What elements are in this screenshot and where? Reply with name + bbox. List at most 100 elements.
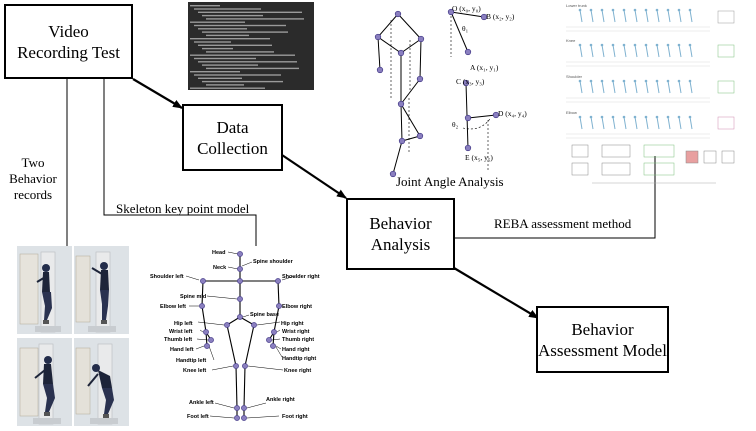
skeleton-joint-22 [241, 415, 247, 421]
arrow-behavior-to-assessment [453, 267, 539, 319]
joint-angle-points [374, 8, 500, 178]
reba-section-shoulder: Shoulder [566, 74, 583, 79]
behavior-box-line-1: Behavior [369, 214, 432, 233]
two-behavior-records-label: Two Behavior records [9, 155, 57, 202]
skeleton-joint-16 [270, 343, 276, 349]
angle-point-9 [389, 170, 397, 178]
video-frame-2 [74, 246, 129, 334]
assessment-box-line-2: Assessment Model [538, 340, 667, 360]
terminal-line-20 [190, 71, 240, 73]
reba-posture-head-3-1 [589, 115, 593, 119]
reba-posture-3-10 [689, 116, 693, 130]
reba-section-knee: Knee [566, 38, 576, 43]
terminal-line-23 [202, 80, 283, 83]
terminal-line-14 [206, 51, 274, 53]
reba-posture-0-2 [601, 9, 605, 23]
reba-posture-3-1 [590, 116, 594, 130]
terminal-line-2 [198, 11, 302, 13]
reba-posture-0-0 [579, 9, 583, 23]
terminal-line-4 [206, 18, 304, 20]
reba-posture-head-2-0 [578, 79, 582, 83]
sk-label-handtip-left: Handtip left [176, 358, 206, 364]
reba-posture-3-3 [612, 116, 616, 130]
video-frames [17, 246, 129, 426]
angle-label-e: E (x₅, y₅) [465, 153, 493, 162]
reba-posture-head-3-4 [622, 115, 626, 119]
reba-posture-0-8 [667, 9, 671, 23]
reba-posture-2-5 [634, 80, 638, 94]
sk-label-hip-right: Hip right [281, 321, 304, 327]
angle-point-12 [480, 13, 488, 21]
reba-posture-3-2 [601, 116, 605, 130]
angle-point-1 [374, 33, 382, 41]
reba-posture-head-2-6 [644, 79, 648, 83]
sk-label-foot-right: Foot right [282, 414, 308, 420]
skeleton-joint-5 [237, 296, 243, 302]
reba-posture-head-1-6 [644, 43, 648, 47]
sk-label-thumb-left: Thumb left [164, 337, 192, 343]
assessment-box-line-1: Behavior [571, 319, 634, 339]
skeleton-joint-18 [242, 363, 248, 369]
angle-point-16 [464, 144, 472, 152]
sk-label-head: Head [212, 250, 225, 256]
sk-label-handtip-right: Handtip right [282, 356, 316, 362]
data-box-line-1: Data [216, 117, 249, 137]
reba-posture-head-0-7 [655, 8, 659, 12]
terminal-line-12 [198, 44, 272, 46]
reba-posture-1-1 [590, 44, 594, 58]
terminal-line-9 [206, 34, 249, 37]
reba-posture-2-8 [667, 80, 671, 94]
reba-posture-head-2-9 [677, 79, 681, 83]
skeleton-joint-13 [208, 337, 214, 343]
angle-label-theta1: θ₁ [462, 24, 469, 33]
data-box-line-2: Collection [197, 138, 268, 158]
sk-label-neck: Neck [213, 265, 227, 271]
sk-label-wrist-left: Wrist left [169, 329, 193, 335]
video-frame-4 [74, 338, 129, 426]
skeleton-joint-7 [276, 303, 282, 309]
angle-point-7 [398, 137, 406, 145]
reba-posture-head-0-9 [677, 8, 681, 12]
terminal-line-6 [194, 24, 286, 27]
skeleton-joint-2 [237, 278, 243, 284]
sk-label-foot-left: Foot left [187, 414, 209, 420]
reba-posture-3-4 [623, 116, 627, 130]
video-box-line-2: Recording Test [17, 42, 120, 62]
reba-posture-head-1-7 [655, 43, 659, 47]
angle-label-a: A (x₁, y₁) [470, 63, 499, 72]
skeleton-joint-17 [233, 363, 239, 369]
reba-posture-head-2-7 [655, 79, 659, 83]
reba-posture-head-2-5 [633, 79, 637, 83]
reba-posture-3-8 [667, 116, 671, 130]
terminal-line-5 [190, 21, 245, 23]
angle-point-5 [416, 75, 424, 83]
terminal-line-16 [194, 57, 256, 60]
reba-posture-2-4 [623, 80, 627, 94]
reba-posture-2-1 [590, 80, 594, 94]
skeleton-joint-1 [237, 266, 243, 272]
sk-label-ankle-left: Ankle left [189, 400, 214, 406]
terminal-line-17 [198, 61, 297, 63]
angle-label-d: D (x₄, y₄) [498, 109, 527, 118]
joint-angle-label: Joint Angle Analysis [396, 174, 504, 189]
reba-posture-head-1-2 [600, 43, 604, 47]
terminal-line-13 [202, 47, 233, 50]
reba-posture-head-0-5 [633, 8, 637, 12]
reba-posture-head-3-3 [611, 115, 615, 119]
terminal-line-8 [202, 31, 288, 33]
skeleton-model-label: Skeleton key point model [116, 201, 250, 216]
reba-posture-3-6 [645, 116, 649, 130]
reba-posture-head-1-3 [611, 43, 615, 47]
reba-posture-head-1-0 [578, 43, 582, 47]
reba-posture-head-1-9 [677, 43, 681, 47]
terminal-line-24 [206, 84, 244, 86]
reba-posture-head-0-4 [622, 8, 626, 12]
skeleton-joint-20 [241, 405, 247, 411]
angle-point-3 [397, 49, 405, 57]
line-video-to-skeleton [103, 79, 257, 246]
video-frame-3 [17, 338, 72, 426]
angle-point-13 [462, 79, 470, 87]
